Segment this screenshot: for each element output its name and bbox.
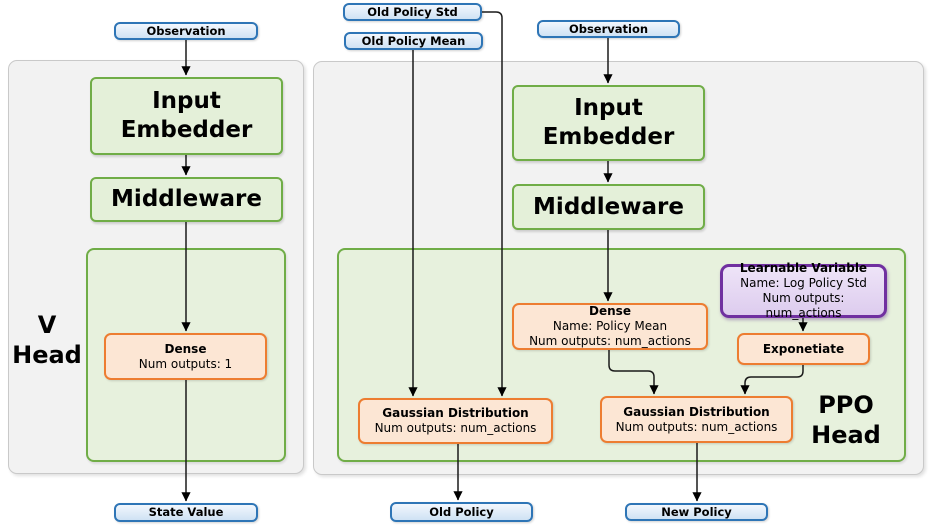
input-embedder-label: Input Embedder (120, 88, 253, 143)
gaussian-outputs: Num outputs: num_actions (615, 419, 778, 434)
dense-title: Dense (164, 341, 207, 356)
old-policy-std-label: Old Policy Std (367, 4, 458, 19)
learnable-variable-title: Learnable Variable (739, 261, 868, 275)
observation-node-left: Observation (114, 22, 258, 40)
dense-node-v: Dense Num outputs: 1 (104, 333, 267, 380)
state-value-label: State Value (148, 505, 224, 520)
old-policy-label: Old Policy (429, 504, 494, 519)
middleware-label: Middleware (533, 193, 684, 220)
dense-title: Dense (589, 304, 631, 318)
new-policy-label: New Policy (661, 504, 732, 519)
observation-node-right: Observation (537, 20, 680, 38)
v-head-label-line2: Head (12, 341, 82, 369)
gaussian-outputs: Num outputs: num_actions (374, 421, 537, 435)
dense-name: Name: Policy Mean (552, 319, 668, 333)
exponetiate-node: Exponetiate (737, 333, 870, 365)
middleware-node-right: Middleware (512, 184, 705, 230)
dense-node-policy-mean: Dense Name: Policy Mean Num outputs: num… (512, 303, 708, 350)
input-embedder-label: Input Embedder (542, 95, 675, 150)
dense-outputs: Num outputs: num_actions (529, 334, 691, 348)
ppo-head-label: PPO Head (800, 390, 892, 450)
exponetiate-label: Exponetiate (762, 341, 845, 356)
v-head-label-line1: V (37, 311, 57, 339)
gaussian-distribution-node-new: Gaussian Distribution Num outputs: num_a… (600, 396, 793, 443)
middleware-node-left: Middleware (90, 177, 283, 222)
state-value-node: State Value (114, 503, 258, 522)
input-embedder-node-right: Input Embedder (512, 85, 705, 161)
observation-label: Observation (568, 21, 649, 36)
old-policy-mean-node: Old Policy Mean (344, 32, 483, 50)
learnable-variable-node: Learnable Variable Name: Log Policy Std … (720, 261, 887, 320)
v-head-label: V Head (7, 310, 87, 370)
observation-label: Observation (146, 23, 226, 38)
old-policy-std-node: Old Policy Std (343, 3, 482, 21)
gaussian-title: Gaussian Distribution (623, 404, 770, 419)
gaussian-title: Gaussian Distribution (382, 406, 529, 420)
new-policy-node: New Policy (625, 503, 768, 521)
learnable-variable-outputs: Num outputs: num_actions (762, 291, 845, 320)
ppo-head-label-line1: PPO (818, 391, 874, 419)
dense-outputs: Num outputs: 1 (138, 356, 233, 371)
middleware-label: Middleware (111, 186, 262, 213)
input-embedder-node-left: Input Embedder (90, 77, 283, 155)
gaussian-distribution-node-old: Gaussian Distribution Num outputs: num_a… (358, 398, 553, 444)
learnable-variable-name: Name: Log Policy Std (740, 276, 867, 290)
old-policy-node: Old Policy (390, 502, 533, 522)
old-policy-mean-label: Old Policy Mean (361, 33, 466, 48)
ppo-head-label-line2: Head (811, 421, 881, 449)
